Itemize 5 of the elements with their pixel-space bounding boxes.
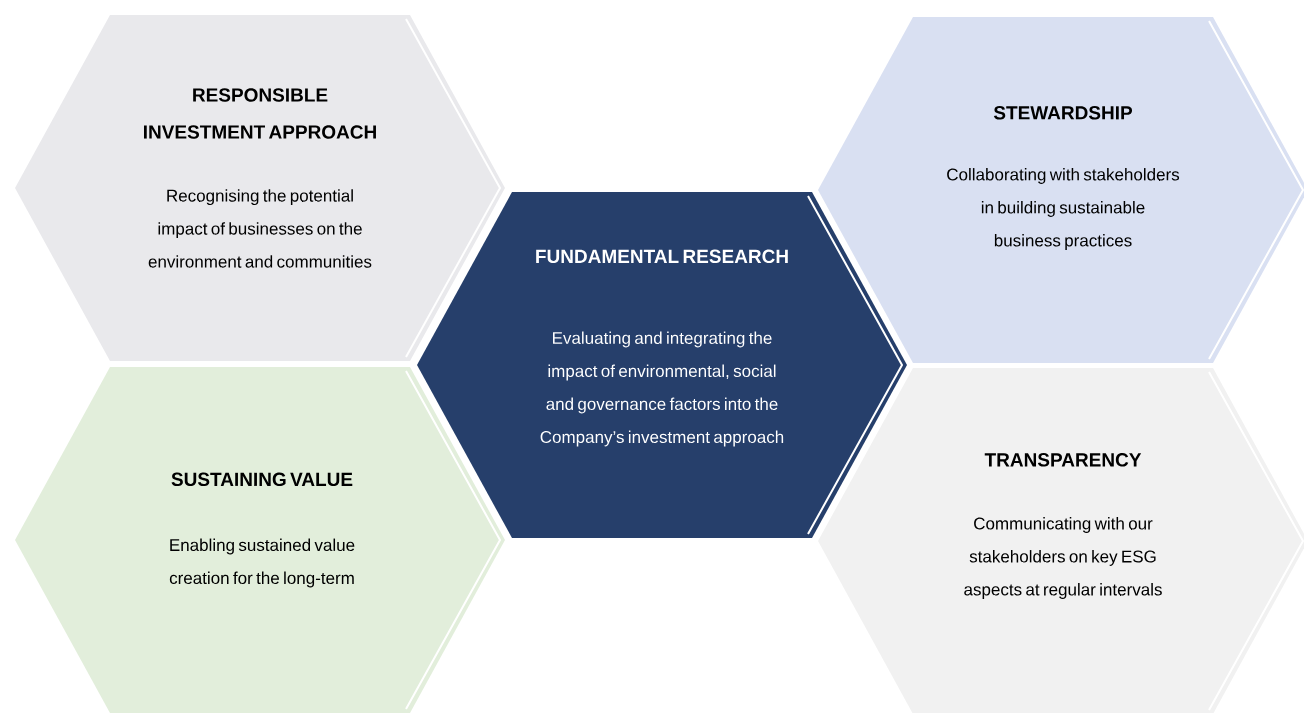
hexagon: STEWARDSHIP Collaborating with stakeholders in building sustainable business practices <box>818 17 1304 363</box>
hexagon: TRANSPARENCY Communicating with our stakeholders on key ESG aspects at regular intervals <box>818 368 1304 713</box>
hexagon: FUNDAMENTAL RESEARCH Evaluating and integrating the impact of environmental, social and governance factors into the Company’s investment approach <box>417 192 907 538</box>
hexagon: RESPONSIBLE INVESTMENT APPROACH Recognising the potential impact of businesses on the environment and communities <box>15 15 505 361</box>
hexagon: SUSTAINING VALUE Enabling sustained value creation for the long-term <box>15 367 505 713</box>
